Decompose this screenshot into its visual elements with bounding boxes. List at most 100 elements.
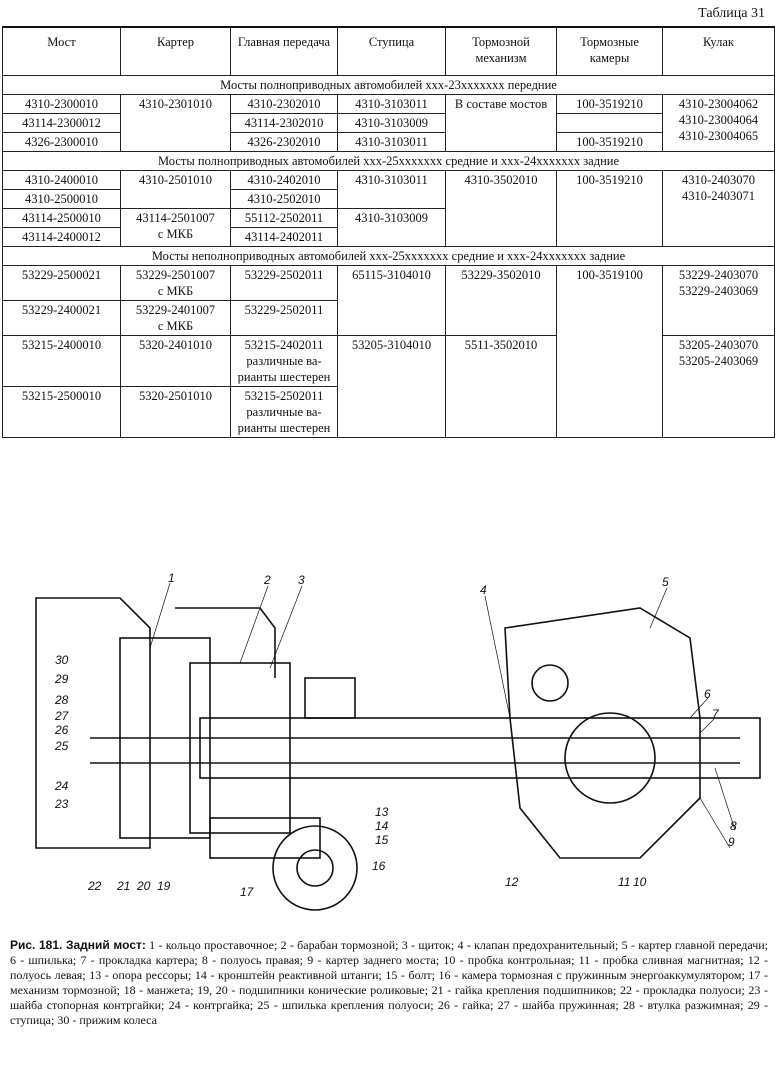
- cell-line: 53215-2402011: [244, 338, 324, 352]
- figure-caption-text: 1 - кольцо проставочное; 2 - барабан тор…: [10, 938, 769, 1027]
- spring-seat: [304, 677, 356, 719]
- cell: 43114-2501007 с МКБ: [120, 208, 231, 247]
- cell: 4310-3103011: [337, 94, 446, 114]
- cell-line: 4310-23004064: [678, 113, 759, 127]
- callout-label: 27: [54, 709, 70, 723]
- cell: 4310-2403070 4310-2403071: [662, 170, 775, 247]
- cell: 4326-2300010: [2, 132, 121, 152]
- cell-line: 53229-2403069: [678, 284, 759, 298]
- cell-line: с МКБ: [157, 284, 194, 298]
- section-title: Мосты полноприводных автомобилей ххх-25х…: [2, 151, 775, 171]
- cell: 100-3519210: [556, 132, 663, 152]
- header-karter: Картер: [120, 26, 231, 76]
- cell: 4310-3103009: [337, 208, 446, 247]
- callout-label: 5: [662, 575, 669, 589]
- cell: 53229-2401007 с МКБ: [120, 300, 231, 336]
- figure-caption-title: Рис. 181. Задний мост:: [10, 938, 146, 952]
- callout-label: 13: [375, 805, 389, 819]
- cell-line: 4310-23004065: [678, 129, 759, 143]
- axle-housing: [199, 717, 761, 779]
- section-title: Мосты неполноприводных автомобилей ххх-2…: [2, 246, 775, 266]
- cell: 100-3519210: [556, 170, 663, 247]
- cell: 53205-3104010: [337, 335, 446, 438]
- table-caption: Таблица 31: [698, 6, 765, 21]
- callout-label: 19: [157, 879, 171, 893]
- cell-line: 53229-2403070: [678, 268, 759, 282]
- cell: 4310-2502010: [230, 189, 338, 209]
- cell: 4310-2501010: [120, 170, 231, 209]
- differential-housing: [504, 607, 701, 859]
- cell: 53215-2400010: [2, 335, 121, 387]
- cell-line: с МКБ: [157, 227, 194, 241]
- header-hub: Ступица: [337, 26, 446, 76]
- cell: 43114-2400012: [2, 227, 121, 247]
- cell: 53215-2502011 различные ва- рианты шесте…: [230, 386, 338, 438]
- cell: 4310-2400010: [2, 170, 121, 190]
- cell: 4310-3103011: [337, 132, 446, 152]
- callout-label: 10: [633, 875, 647, 889]
- cell-line: 4310-23004062: [678, 97, 759, 111]
- cell: 53229-2502011: [230, 265, 338, 301]
- cell: 4310-3103011: [337, 170, 446, 209]
- cell: 100-3519210: [556, 94, 663, 114]
- callout-label: 28: [54, 693, 69, 707]
- cell-line: 53229-2501007: [135, 268, 216, 282]
- callout-label: 24: [54, 779, 69, 793]
- header-brake: Тормозной механизм: [445, 26, 557, 76]
- tire-outline: [35, 597, 151, 849]
- figure-caption: Рис. 181. Задний мост: 1 - кольцо проста…: [10, 938, 768, 1028]
- cell: 43114-2302010: [230, 113, 338, 133]
- callout-label: 26: [54, 723, 69, 737]
- cell: 100-3519100: [556, 265, 663, 438]
- section-title: Мосты полноприводных автомобилей ххх-23х…: [2, 75, 775, 95]
- callout-label: 20: [136, 879, 151, 893]
- cell: 4310-3103009: [337, 113, 446, 133]
- cell: 4310-2301010: [120, 94, 231, 152]
- cell-line: 43114-2501007: [136, 211, 215, 225]
- cell: 5320-2501010: [120, 386, 231, 438]
- callout-label: 1: [168, 571, 175, 585]
- callout-label: 29: [54, 672, 69, 686]
- cell: 5511-3502010: [445, 335, 557, 438]
- cell-line: 53229-2401007: [135, 303, 216, 317]
- cell: 53229-2501007 с МКБ: [120, 265, 231, 301]
- callout-label: 25: [54, 739, 69, 753]
- cell: 53229-3502010: [445, 265, 557, 336]
- cell: [556, 113, 663, 133]
- cell: 53205-2403070 53205-2403069: [662, 335, 775, 438]
- cell: 53229-2400021: [2, 300, 121, 336]
- cell: 65115-3104010: [337, 265, 446, 336]
- cell: 43114-2500010: [2, 208, 121, 228]
- header-brake-chambers: Тормозные камеры: [556, 26, 663, 76]
- cell-line: 4310-2403071: [682, 189, 755, 203]
- cell: 4326-2302010: [230, 132, 338, 152]
- cell-line: с МКБ: [157, 319, 194, 333]
- header-most: Мост: [2, 26, 121, 76]
- cell: 53229-2500021: [2, 265, 121, 301]
- differential-gear: [564, 712, 656, 804]
- header-knuckle: Кулак: [662, 26, 775, 76]
- cell-line: различные ва-: [246, 405, 322, 419]
- callout-label: 11: [618, 875, 630, 889]
- cell: 43114-2402011: [230, 227, 338, 247]
- brake-mechanism: [209, 817, 321, 859]
- cell-line: 4310-2403070: [682, 173, 755, 187]
- cell: 4310-2402010: [230, 170, 338, 190]
- tire-outline-2: [175, 607, 276, 678]
- callout-label: 9: [728, 835, 735, 849]
- callout-label: 12: [505, 875, 519, 889]
- rear-axle-drawing: 1 2 3 4 5 6 7 8 9 10 11 12 13 14 15 16 1…: [0, 568, 777, 928]
- brake-chamber-inner: [296, 849, 334, 887]
- rear-axle-svg: 1 2 3 4 5 6 7 8 9 10 11 12 13 14 15 16 1…: [35, 571, 761, 911]
- callout-label: 7: [712, 707, 720, 721]
- cell: 43114-2300012: [2, 113, 121, 133]
- callout-label: 15: [375, 833, 389, 847]
- cell: 4310-3502010: [445, 170, 557, 247]
- callout-label: 23: [54, 797, 69, 811]
- cell: 4310-2500010: [2, 189, 121, 209]
- cell: 4310-2302010: [230, 94, 338, 114]
- callout-label: 8: [730, 819, 737, 833]
- cell: 4310-23004062 4310-23004064 4310-2300406…: [662, 94, 775, 152]
- cell-line: 53215-2502011: [244, 389, 324, 403]
- cell: 4310-2300010: [2, 94, 121, 114]
